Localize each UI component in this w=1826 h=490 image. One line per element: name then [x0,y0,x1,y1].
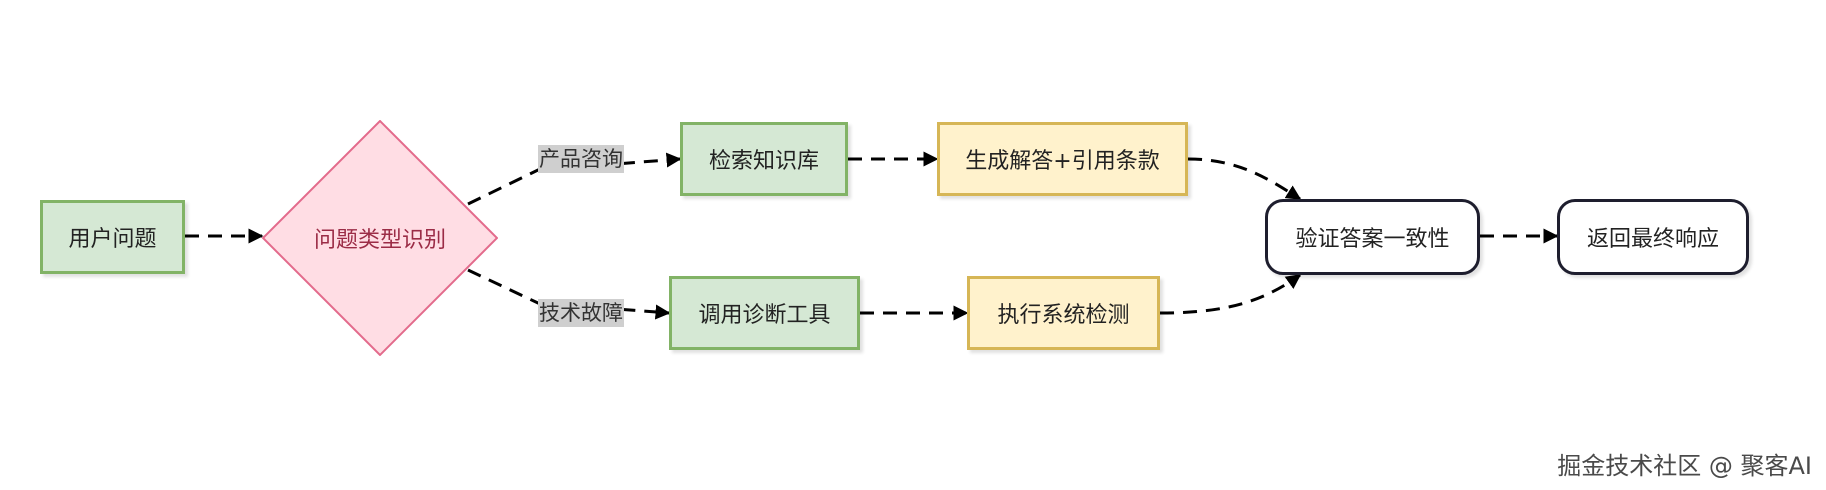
node-user-question-label: 用户问题 [68,227,157,252]
node-final-label: 返回最终响应 [1586,227,1719,252]
node-classify-label: 问题类型识别 [313,228,446,253]
diamond-shape [262,120,498,356]
node-run-check: 执行系统检测 [967,276,1160,350]
node-user-question: 用户问题 [40,200,185,274]
node-generate-answer: 生成解答+引用条款 [937,122,1188,196]
node-verify: 验证答案一致性 [1265,199,1480,275]
node-run-check-label: 执行系统检测 [997,303,1130,328]
node-generate-answer-label: 生成解答+引用条款 [965,149,1160,174]
node-final: 返回最终响应 [1557,199,1749,275]
node-search-kb: 检索知识库 [680,122,848,196]
edge-check-to-verify [1159,273,1302,315]
watermark: 掘金技术社区 @ 聚客AI [1557,452,1812,480]
node-call-diagnostic-label: 调用诊断工具 [698,303,831,328]
node-classify: 问题类型识别 [262,120,498,356]
node-call-diagnostic: 调用诊断工具 [669,276,860,350]
node-verify-label: 验证答案一致性 [1295,227,1450,252]
edge-generate-to-verify [1187,157,1302,201]
edge-label-tech: 技术故障 [538,299,624,327]
node-search-kb-label: 检索知识库 [708,149,819,174]
edge-label-product: 产品咨询 [538,145,624,173]
